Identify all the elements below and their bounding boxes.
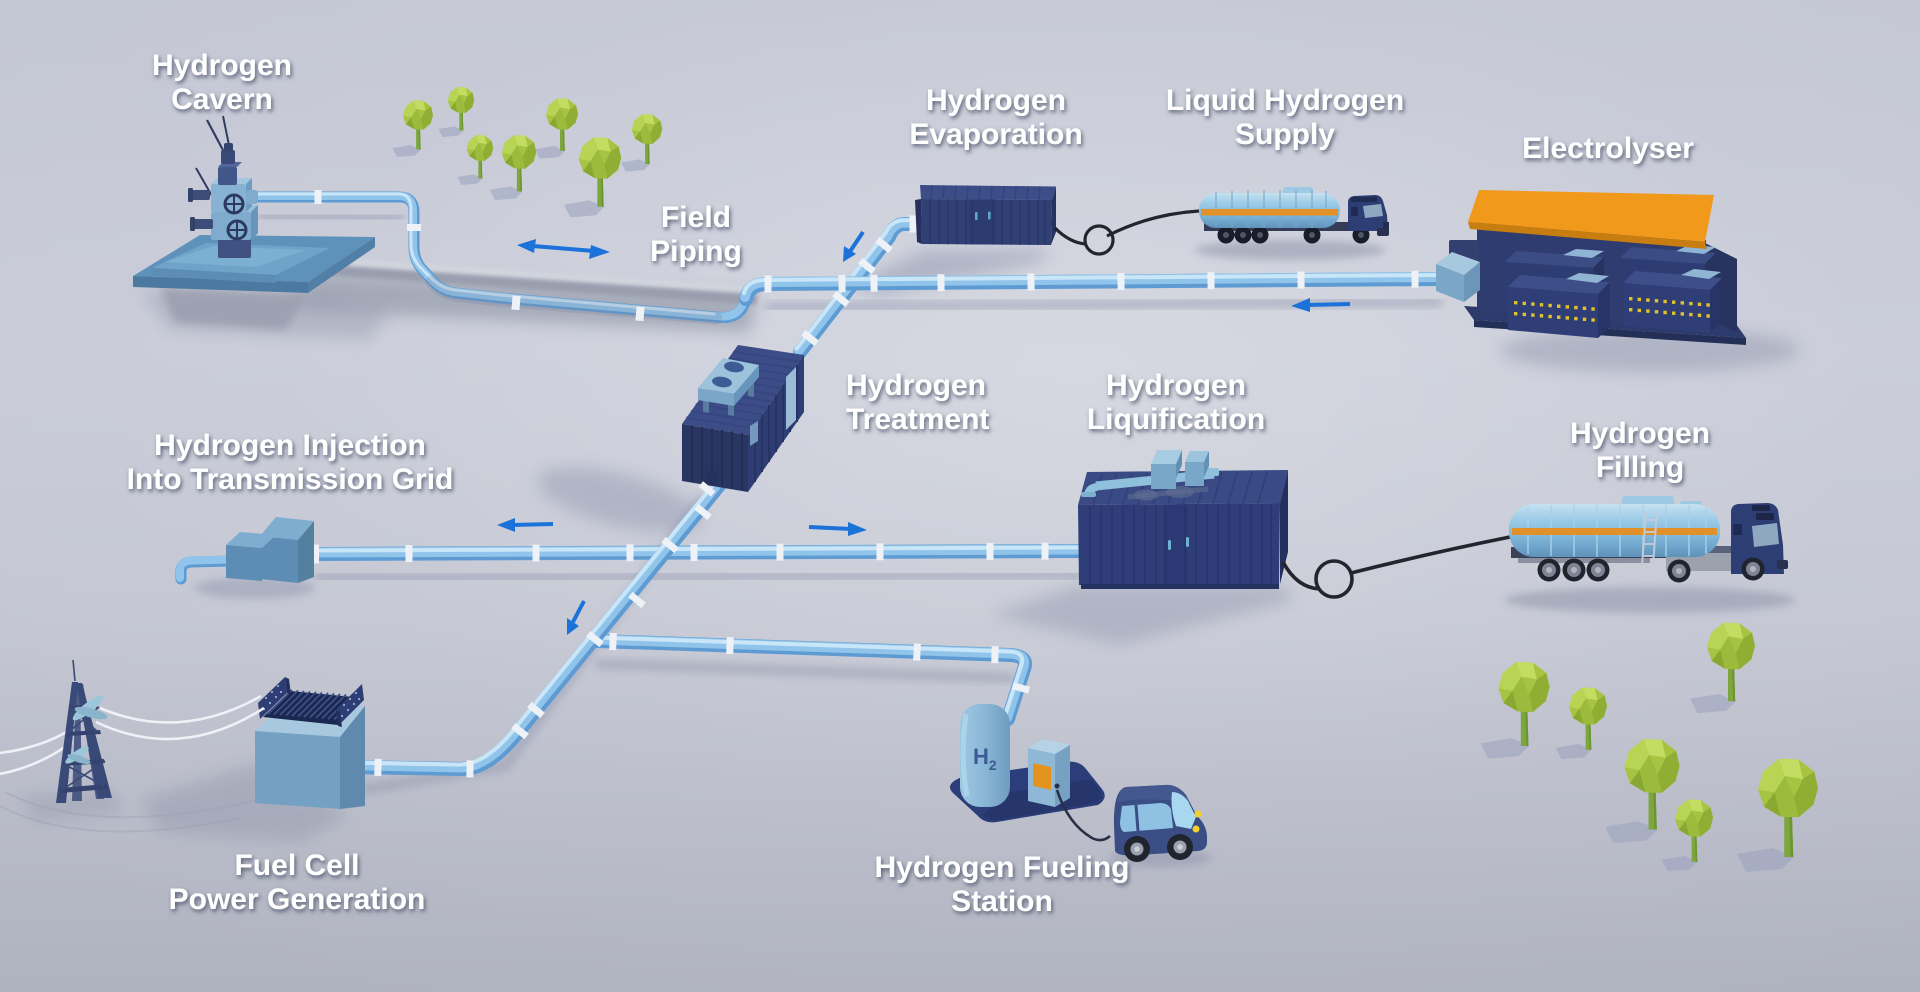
svg-text:Field: Field (661, 201, 731, 234)
svg-text:Cavern: Cavern (171, 83, 273, 116)
svg-text:Hydrogen: Hydrogen (152, 49, 292, 82)
svg-text:Power Generation: Power Generation (169, 883, 426, 916)
svg-text:Hydrogen: Hydrogen (1106, 369, 1246, 402)
svg-text:Station: Station (951, 885, 1053, 918)
svg-text:Hydrogen: Hydrogen (1570, 417, 1710, 450)
svg-text:Fuel Cell: Fuel Cell (234, 849, 359, 882)
svg-text:Into Transmission Grid: Into Transmission Grid (127, 463, 454, 496)
svg-text:Hydrogen: Hydrogen (926, 84, 1066, 117)
svg-text:Supply: Supply (1235, 118, 1335, 151)
svg-text:Hydrogen: Hydrogen (846, 369, 986, 402)
svg-text:Hydrogen Injection: Hydrogen Injection (154, 429, 426, 462)
svg-text:Piping: Piping (650, 235, 742, 268)
svg-text:Liquification: Liquification (1087, 403, 1265, 436)
svg-text:Electrolyser: Electrolyser (1522, 132, 1694, 165)
svg-text:Evaporation: Evaporation (909, 118, 1082, 151)
svg-text:Liquid Hydrogen: Liquid Hydrogen (1166, 84, 1404, 117)
svg-text:Treatment: Treatment (846, 403, 989, 436)
svg-text:Hydrogen Fueling: Hydrogen Fueling (875, 851, 1130, 884)
svg-text:Filling: Filling (1596, 451, 1684, 484)
